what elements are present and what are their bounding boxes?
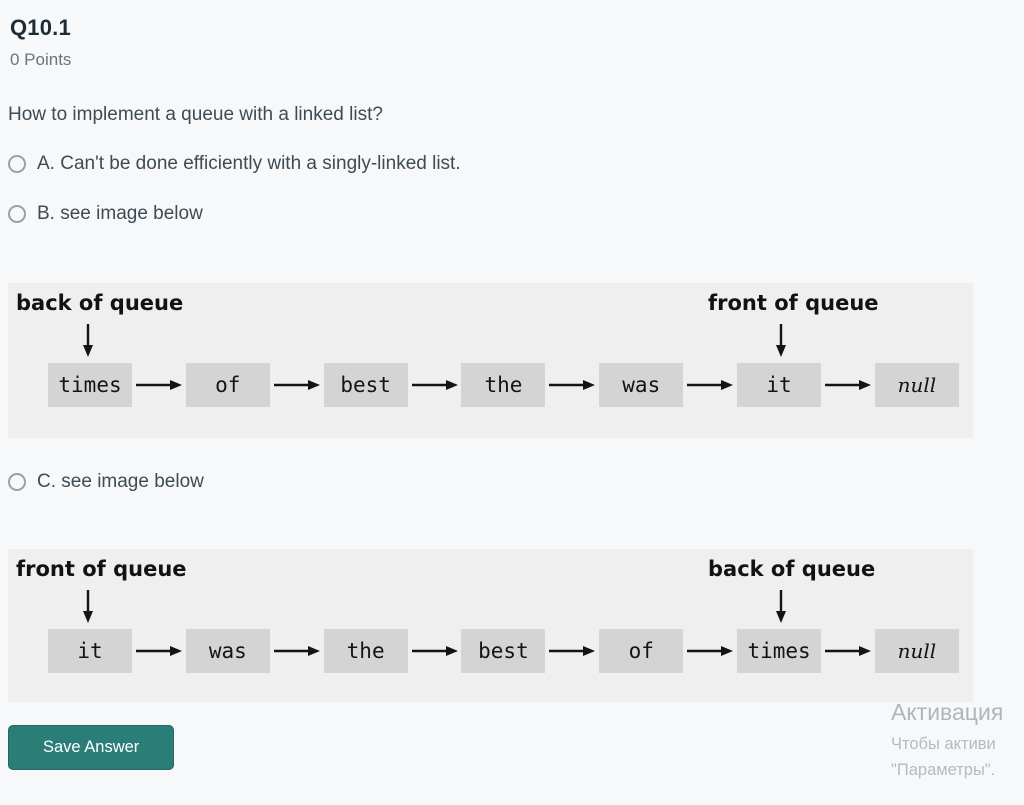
front-of-queue-label: front of queue xyxy=(708,291,879,315)
option-a[interactable]: A. Can't be done efficiently with a sing… xyxy=(8,153,1024,175)
watermark-line: "Параметры". xyxy=(891,761,996,779)
option-b[interactable]: B. see image below xyxy=(8,203,1024,225)
linked-list-node: of xyxy=(185,363,270,407)
linked-list-node: it xyxy=(48,629,132,673)
back-of-queue-label: back of queue xyxy=(16,291,184,315)
arrow-right-icon xyxy=(549,646,596,656)
arrow-right-icon xyxy=(687,646,734,656)
option-c-label: C. see image below xyxy=(37,471,204,492)
arrow-right-icon xyxy=(135,380,182,390)
arrow-right-icon xyxy=(135,646,182,656)
linked-list-node: times xyxy=(737,629,822,673)
radio-button-c[interactable] xyxy=(8,473,26,491)
linked-list-nodes-row: times of best the was it null xyxy=(48,363,959,407)
watermark-line: Активация xyxy=(891,699,1004,725)
question-points: 0 Points xyxy=(10,50,72,69)
linked-list-node: best xyxy=(323,363,408,407)
arrow-right-icon xyxy=(411,380,458,390)
arrow-down-icon xyxy=(83,590,93,623)
linked-list-nodes-row: it was the best of times null xyxy=(48,629,959,673)
arrow-down-icon xyxy=(83,324,93,357)
arrow-down-icon xyxy=(776,324,786,357)
null-terminator-node: null xyxy=(874,363,959,407)
linked-list-node: of xyxy=(599,629,684,673)
windows-activation-watermark: Активация Чтобы активи "Параметры". xyxy=(891,699,1003,780)
back-of-queue-label: back of queue xyxy=(708,557,876,581)
linked-list-diagram-option-c: front of queue back of queue it was the bes… xyxy=(8,549,973,702)
arrow-down-icon xyxy=(776,590,786,623)
question-number: Q10.1 xyxy=(10,15,71,40)
radio-button-a[interactable] xyxy=(8,155,26,173)
arrow-right-icon xyxy=(273,646,320,656)
radio-button-b[interactable] xyxy=(8,205,26,223)
option-c[interactable]: C. see image below xyxy=(8,471,1024,493)
null-terminator-node: null xyxy=(874,629,959,673)
linked-list-node: was xyxy=(599,363,684,407)
save-answer-button[interactable]: Save Answer xyxy=(8,725,175,770)
linked-list-node: it xyxy=(737,363,822,407)
arrow-right-icon xyxy=(273,380,320,390)
arrow-right-icon xyxy=(687,380,734,390)
arrow-right-icon xyxy=(824,380,871,390)
linked-list-node: was xyxy=(185,629,270,673)
linked-list-node: the xyxy=(323,629,408,673)
arrow-right-icon xyxy=(549,380,596,390)
linked-list-node: times xyxy=(48,363,132,407)
linked-list-diagram-option-b: back of queue front of queue times of best… xyxy=(8,283,973,438)
option-b-label: B. see image below xyxy=(37,203,203,224)
arrow-right-icon xyxy=(411,646,458,656)
watermark-line: Чтобы активи xyxy=(891,735,996,753)
linked-list-node: the xyxy=(461,363,546,407)
option-a-label: A. Can't be done efficiently with a sing… xyxy=(37,153,461,174)
linked-list-node: best xyxy=(461,629,546,673)
front-of-queue-label: front of queue xyxy=(16,557,187,581)
question-text: How to implement a queue with a linked l… xyxy=(8,104,383,125)
arrow-right-icon xyxy=(824,646,871,656)
question-header: Q10.1 0 Points xyxy=(10,15,1024,70)
